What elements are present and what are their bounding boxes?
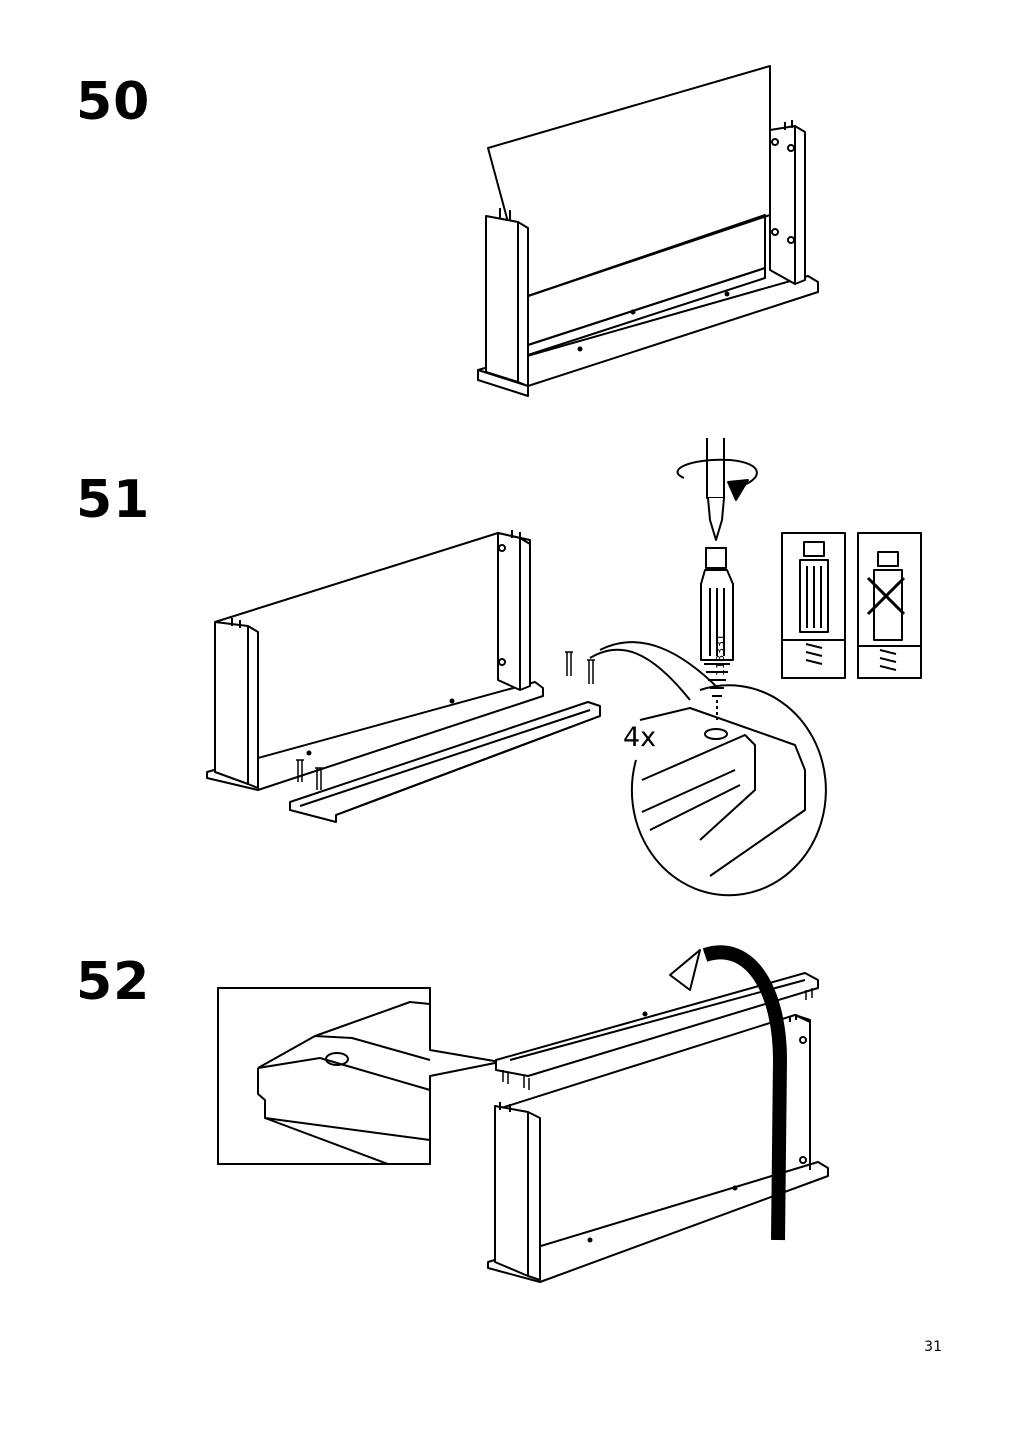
flip-arrow-icon [670,950,671,951]
step-52-number: 52 [76,952,151,1012]
step-50-number: 50 [76,72,151,132]
quantity-label: 4x [623,722,657,753]
step-51-number: 51 [76,470,151,530]
page-number: 31 [924,1339,942,1355]
